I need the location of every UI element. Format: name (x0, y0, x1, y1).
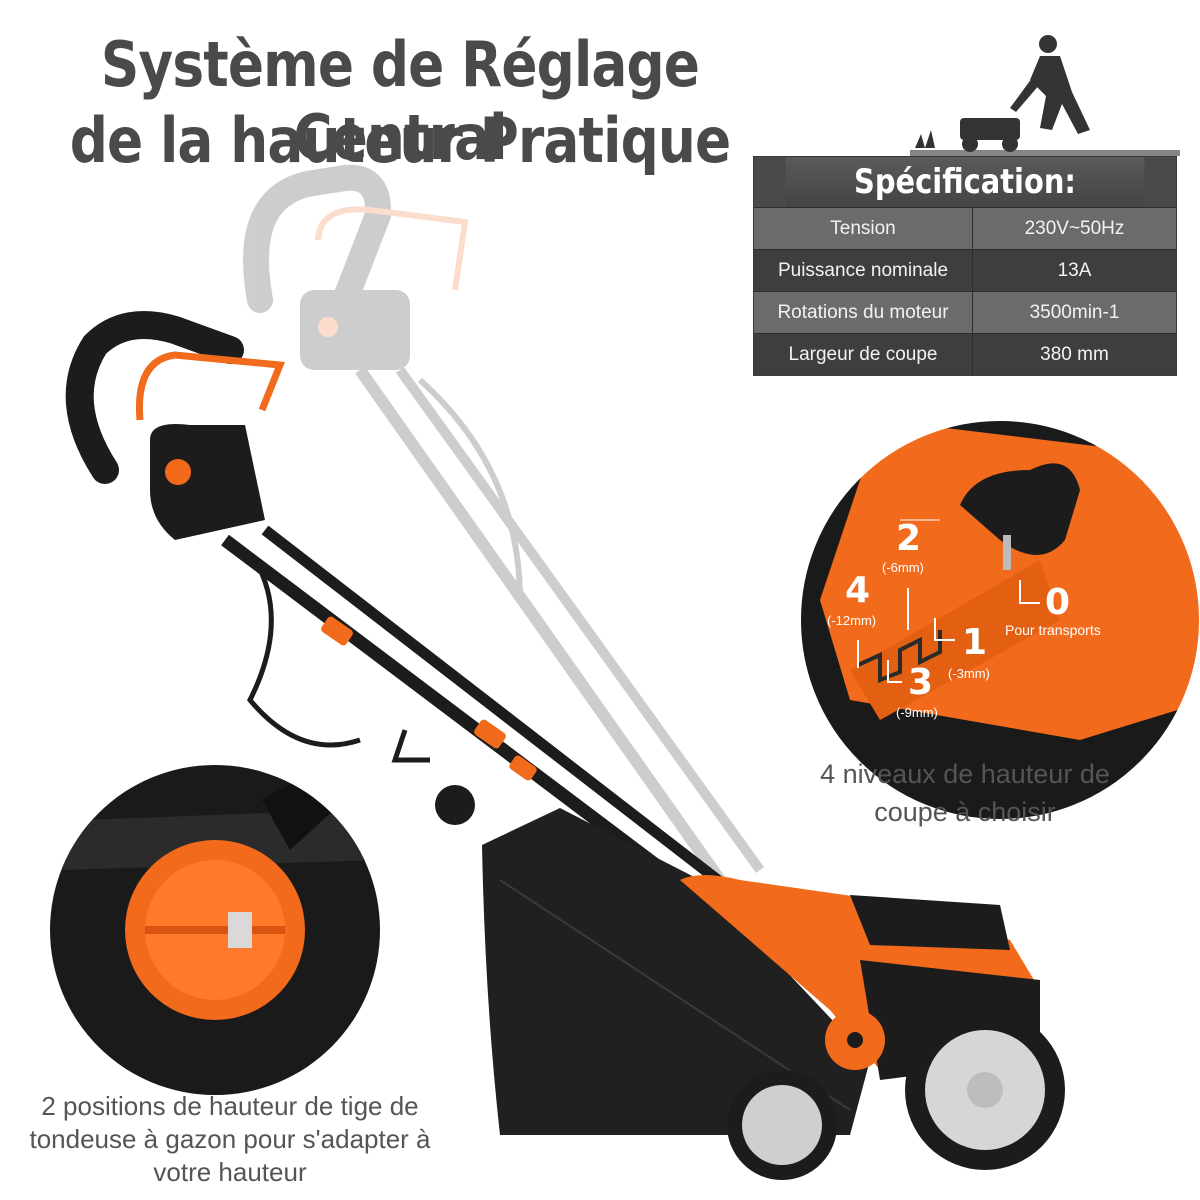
spec-value: 3500min-1 (1029, 302, 1120, 323)
spec-value: 13A (1057, 260, 1092, 281)
level-2-number: 2 (896, 518, 922, 559)
page-title-line-2: de la hauteur Pratique (69, 104, 731, 177)
spec-value: 380 mm (1040, 344, 1109, 365)
spec-row: Largeur de coupe 380 mm (754, 333, 1176, 375)
level-3-label: (-9mm) (896, 705, 938, 720)
mower-handle (65, 311, 864, 1006)
spec-row: Rotations du moteur 3500min-1 (754, 291, 1176, 333)
spec-row: Tension 230V~50Hz (754, 207, 1176, 249)
mower-person-icon (910, 35, 1180, 156)
height-levels-caption: 4 niveaux de hauteur de coupe à choisir (820, 759, 1110, 827)
level-4-label: (-12mm) (827, 613, 877, 628)
spec-key: Puissance nominale (754, 250, 973, 291)
level-1-label: (-3mm) (948, 666, 990, 681)
grass-bag (482, 808, 870, 1135)
page-title-line-1: Système de Réglage Central (100, 28, 700, 174)
level-2-label: (-6mm) (882, 560, 924, 575)
handle-positions-caption: 2 positions de hauteur de tige de tondeu… (29, 1091, 431, 1187)
level-3-number: 3 (908, 662, 934, 703)
height-adjust-detail (800, 420, 1200, 820)
level-0-label: Pour transports (1005, 622, 1101, 638)
level-1-number: 1 (962, 622, 988, 663)
handle-height-knob-detail (50, 765, 380, 1095)
level-4-number: 4 (845, 570, 871, 611)
ghost-handle (243, 164, 765, 884)
spec-value: 230V~50Hz (1024, 218, 1125, 239)
spec-key: Largeur de coupe (754, 334, 973, 375)
spec-key: Rotations du moteur (754, 292, 973, 333)
spec-key: Tension (754, 208, 973, 249)
mower-body (680, 875, 1065, 1180)
spec-row: Puissance nominale 13A (754, 249, 1176, 291)
level-0-number: 0 (1045, 582, 1071, 623)
spec-table: Spécification: Tension 230V~50Hz Puissan… (754, 157, 1176, 375)
spec-heading: Spécification: (785, 157, 1145, 207)
